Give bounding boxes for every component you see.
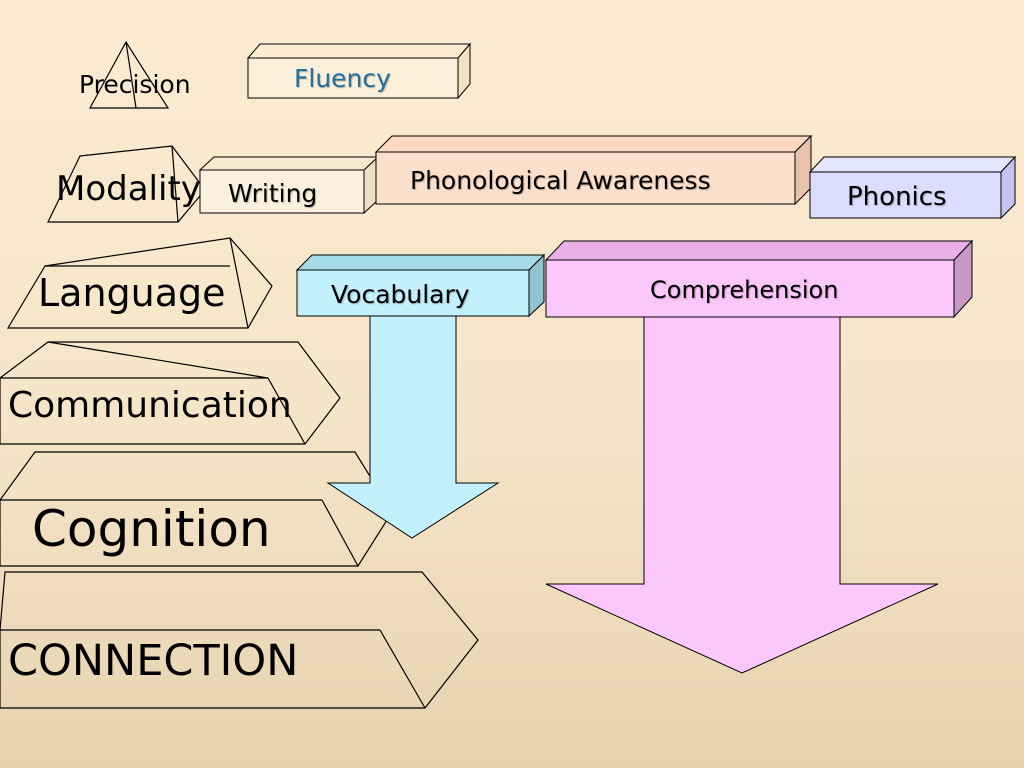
- label-phonics: Phonics: [847, 182, 947, 212]
- label-precision: Precision: [79, 70, 191, 99]
- writing-box: [198, 155, 380, 215]
- label-modality: Modality: [56, 169, 201, 209]
- label-phonological-awareness: Phonological Awareness: [410, 166, 711, 195]
- pyramid-level-connection-shape: [0, 571, 479, 709]
- label-communication: Communication: [8, 385, 292, 426]
- comprehension-box: [544, 239, 974, 319]
- label-connection: CONNECTION: [8, 636, 299, 686]
- vocabulary-arrow: [326, 315, 500, 539]
- comprehension-arrow: [545, 316, 939, 674]
- fluency-box: [246, 42, 472, 100]
- label-vocabulary: Vocabulary: [331, 280, 470, 309]
- label-cognition: Cognition: [32, 500, 271, 558]
- vocabulary-box: [295, 253, 546, 318]
- pyramid-level-language-shape: [6, 237, 273, 329]
- label-fluency: Fluency: [294, 64, 391, 93]
- phonological-awareness-box: [374, 134, 813, 206]
- label-comprehension: Comprehension: [650, 276, 839, 304]
- pyramid-level-precision-shape: [88, 40, 170, 109]
- pyramid-level-communication-shape: [0, 341, 341, 445]
- phonics-box: [808, 155, 1017, 220]
- pyramid-level-modality-shape: [47, 145, 206, 223]
- label-writing: Writing: [228, 179, 318, 208]
- label-language: Language: [38, 271, 226, 315]
